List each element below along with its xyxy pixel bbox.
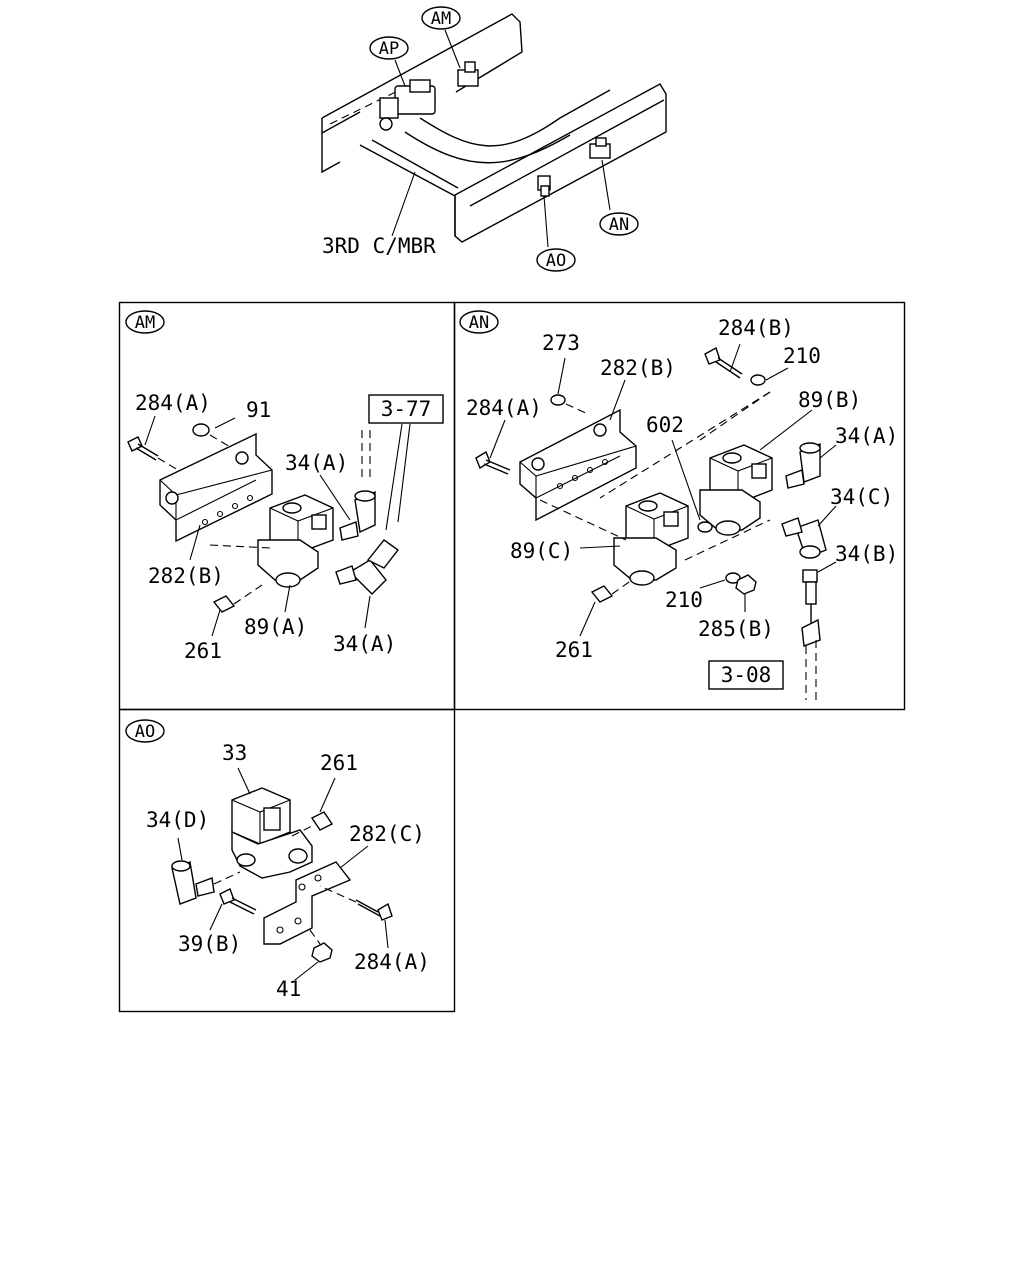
bracket-282b-an xyxy=(519,408,637,522)
washer-210-bottom xyxy=(725,572,741,584)
nut-285b xyxy=(735,574,757,595)
panel-an: AN xyxy=(459,310,898,700)
label-34a-an: 34(A) xyxy=(835,424,898,448)
label-282b-an: 282(B) xyxy=(600,356,676,380)
bracket-282b xyxy=(159,432,273,543)
elbow-34d xyxy=(171,860,215,905)
cross-member-label: 3RD C/MBR xyxy=(322,234,436,258)
label-41: 41 xyxy=(276,977,301,1001)
elbow-34a-bottom xyxy=(335,539,400,595)
plug-261-ao xyxy=(310,811,334,831)
plug-261 xyxy=(212,595,236,613)
valve-89c xyxy=(613,492,689,586)
label-39b: 39(B) xyxy=(178,932,241,956)
label-261-ao: 261 xyxy=(320,751,358,775)
label-284a-an: 284(A) xyxy=(466,396,542,420)
panel-an-frame xyxy=(453,301,906,711)
fitting-34b xyxy=(802,569,818,625)
panel-an-tag: AN xyxy=(469,313,489,333)
label-285b: 285(B) xyxy=(698,617,774,641)
callout-ap-label: AP xyxy=(379,39,399,59)
panel-frames xyxy=(118,301,906,1013)
label-210-bottom: 210 xyxy=(665,588,703,612)
panel-ao-tag: AO xyxy=(135,722,155,742)
label-282b: 282(B) xyxy=(148,564,224,588)
label-89a: 89(A) xyxy=(244,615,307,639)
label-261-an: 261 xyxy=(555,638,593,662)
label-89c: 89(C) xyxy=(510,539,573,563)
label-284a-ao: 284(A) xyxy=(354,950,430,974)
callout-am xyxy=(421,6,461,30)
ref-box-3-08-label: 3-08 xyxy=(721,663,772,687)
label-273: 273 xyxy=(542,331,580,355)
callout-ao-label: AO xyxy=(546,251,566,271)
oring-602 xyxy=(697,521,713,533)
callout-an-label: AN xyxy=(609,215,629,235)
panel-ao: AO xyxy=(125,719,430,1001)
bracket-282c xyxy=(263,861,352,945)
washer-210-top xyxy=(750,374,766,386)
panel-am: AM xyxy=(125,310,444,663)
plug-261-an xyxy=(590,585,614,603)
callout-ap xyxy=(369,36,409,60)
label-33: 33 xyxy=(222,741,247,765)
label-284b: 284(B) xyxy=(718,316,794,340)
valve-89a xyxy=(257,494,334,588)
label-34b: 34(B) xyxy=(835,542,898,566)
callout-ao xyxy=(536,248,576,272)
label-34a-top: 34(A) xyxy=(285,451,348,475)
panel-ao-tag-oval xyxy=(125,719,165,743)
label-34a-bottom: 34(A) xyxy=(333,632,396,656)
label-284a: 284(A) xyxy=(135,391,211,415)
ref-box-3-77 xyxy=(368,394,444,424)
label-91: 91 xyxy=(246,398,271,422)
label-34d: 34(D) xyxy=(146,808,209,832)
nut-41 xyxy=(311,942,333,963)
callout-am-label: AM xyxy=(431,9,451,29)
label-602: 602 xyxy=(646,413,684,437)
valve-33 xyxy=(231,787,313,879)
bolt-284a-ao xyxy=(377,902,393,921)
valve-89b xyxy=(699,444,773,536)
elbow-34a-an xyxy=(785,442,821,489)
chassis-overview: AM AP AN AO 3RD C/MBR xyxy=(321,6,667,272)
washer-273 xyxy=(550,394,566,406)
label-210-top: 210 xyxy=(783,344,821,368)
label-89b: 89(B) xyxy=(798,388,861,412)
ref-box-3-08 xyxy=(708,660,784,690)
label-282c: 282(C) xyxy=(349,822,425,846)
bolt-39b xyxy=(219,888,235,905)
label-34c: 34(C) xyxy=(830,485,893,509)
elbow-34c xyxy=(781,517,827,559)
bolt-284a xyxy=(127,436,143,452)
ref-box-3-77-label: 3-77 xyxy=(381,397,432,421)
panel-am-tag-oval xyxy=(125,310,165,334)
bolt-284b xyxy=(704,346,721,365)
panel-an-tag-oval xyxy=(459,310,499,334)
label-261: 261 xyxy=(184,639,222,663)
panel-am-tag: AM xyxy=(135,313,155,333)
callout-an xyxy=(599,212,639,236)
panel-ao-frame xyxy=(118,708,456,1013)
elbow-34a-top xyxy=(339,490,376,541)
nut-91 xyxy=(192,423,210,437)
